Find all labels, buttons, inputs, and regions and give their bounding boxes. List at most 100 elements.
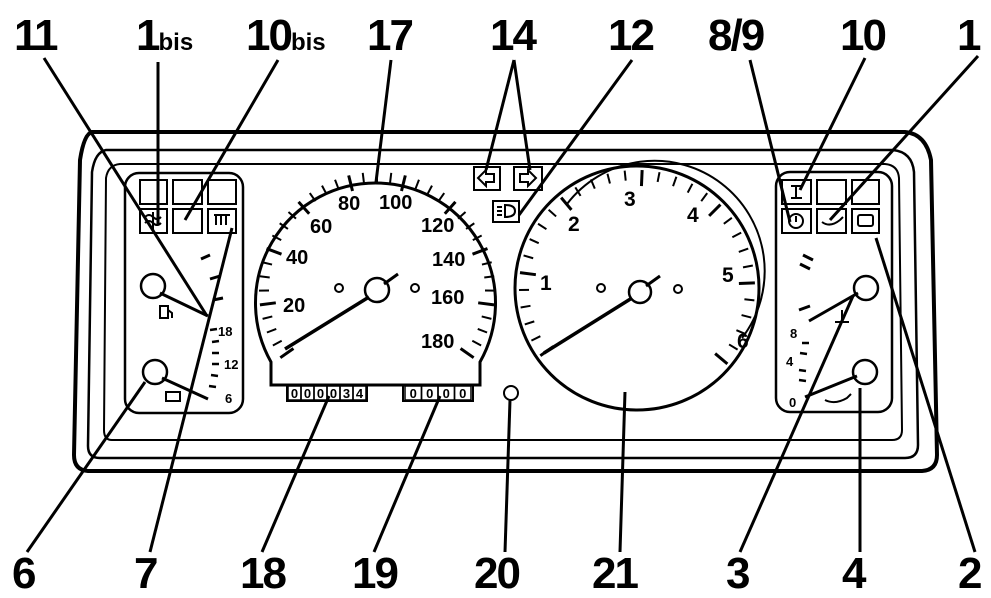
- tachometer-label: 4: [687, 204, 699, 227]
- speedometer-tick: [471, 247, 489, 256]
- callout-17: 17: [367, 11, 414, 60]
- tachometer-label: 3: [624, 188, 636, 211]
- turn-signal-right-icon: [513, 166, 543, 191]
- tachometer-tick: [519, 271, 537, 277]
- tachometer-tick: [728, 343, 739, 351]
- callout-10bis-number: 10: [246, 11, 293, 60]
- counter-digit: 0: [426, 386, 433, 401]
- speedometer-tick: [484, 275, 495, 279]
- speedometer-tick: [400, 175, 407, 192]
- callout-1bis-number: 1: [136, 11, 161, 60]
- headlight-indicator-icon: [492, 200, 520, 223]
- counter-digit: 0: [317, 386, 324, 401]
- turn-signal-left-icon: [473, 166, 501, 191]
- fuel-pump-icon: [159, 305, 173, 319]
- callout-20: 20: [474, 549, 521, 598]
- tachometer-label: 1: [540, 272, 552, 295]
- speedometer-tick: [481, 315, 492, 320]
- oil-can-icon: [824, 393, 852, 404]
- callout-7: 7: [134, 549, 159, 598]
- tachometer-label: 2: [568, 213, 580, 236]
- callout-8-9: 8/9: [708, 11, 765, 60]
- temperature-gauge-hub: [141, 358, 169, 386]
- left-scale-label: 18: [218, 324, 232, 339]
- fuel-reserve-icon: [791, 185, 802, 199]
- tachometer-tick: [589, 178, 596, 189]
- callout-4: 4: [842, 549, 867, 598]
- speedometer-dial-outline: [254, 181, 497, 387]
- callout-6: 6: [12, 549, 37, 598]
- tachometer-tick: [547, 209, 557, 218]
- counter-digit: 3: [343, 386, 350, 401]
- right-scale-label: 0: [789, 395, 796, 410]
- counter-digit: 0: [330, 386, 337, 401]
- speedometer-label: 40: [286, 247, 308, 269]
- tachometer-tick: [738, 281, 755, 286]
- speedometer-tick: [477, 327, 488, 334]
- speedometer-tick: [471, 339, 482, 347]
- speedometer-tick: [465, 222, 475, 230]
- tachometer-tick: [639, 170, 644, 187]
- speedometer-tick: [443, 200, 457, 215]
- callout-11: 11: [14, 11, 58, 60]
- heater-plug-icon: [214, 214, 230, 225]
- callout-18: 18: [240, 549, 287, 598]
- tachometer-tick: [537, 222, 547, 231]
- tachometer-label: 5: [722, 264, 734, 287]
- speedometer-tick: [414, 179, 420, 190]
- fuel-gauge-hub: [139, 272, 167, 300]
- callout-10bis: 10bis: [246, 14, 326, 58]
- speedometer-tick: [459, 347, 475, 359]
- speedometer-label: 20: [283, 295, 305, 317]
- tachometer-tick: [524, 320, 535, 326]
- speedometer-label: 80: [338, 193, 360, 215]
- speedometer-tick: [361, 172, 365, 183]
- battery-symbol-icon: [165, 391, 181, 402]
- speedometer-tick: [321, 185, 328, 195]
- speedometer-tick: [481, 261, 492, 266]
- counter-digit: 0: [291, 386, 298, 401]
- tachometer-needle: [543, 296, 633, 355]
- callout-21: 21: [592, 549, 639, 598]
- speedometer-label: 160: [431, 287, 464, 309]
- trip-reset-knob: [503, 385, 519, 401]
- speedometer-tick: [259, 301, 276, 307]
- callout-2: 2: [958, 549, 983, 598]
- callout-10: 10: [840, 11, 887, 60]
- fuel-gauge-needle: [159, 291, 209, 318]
- tachometer-tick: [672, 176, 678, 187]
- counter-digit: 0: [410, 386, 417, 401]
- speedometer-tick: [271, 234, 282, 242]
- tachometer-tick: [529, 238, 540, 245]
- left-scale-label: 6: [225, 391, 232, 406]
- tachometer-hub: [627, 279, 653, 305]
- tachometer-tick: [700, 192, 708, 202]
- speedometer-tick: [266, 327, 277, 334]
- speedometer-tick: [389, 172, 393, 183]
- fuel-gauge: [139, 253, 224, 319]
- speedometer-tick: [347, 175, 354, 192]
- speedometer-needle: [284, 295, 370, 351]
- tachometer-tick: [714, 352, 729, 365]
- tachometer-tick: [560, 196, 573, 211]
- right-scale-label: 4: [786, 354, 794, 369]
- speedometer-tick: [265, 247, 283, 256]
- speedometer-tick: [287, 211, 297, 220]
- callout-1bis-suffix: bis: [158, 29, 194, 56]
- tachometer-tick: [574, 186, 582, 197]
- speedometer-tick: [437, 192, 446, 202]
- oil-temp-gauge-needle: [808, 291, 859, 323]
- speedometer-tick: [279, 222, 289, 230]
- left-scale-label: 12: [224, 357, 238, 372]
- callout-3: 3: [726, 549, 751, 598]
- callout-1bis: 1bis: [136, 14, 193, 58]
- speedometer-tick: [259, 275, 270, 279]
- tachometer-tick: [741, 314, 752, 319]
- counter-digit: 4: [356, 386, 364, 401]
- oil-pressure-gauge-ticks: [798, 341, 809, 383]
- tachometer-tick: [686, 183, 694, 194]
- speedometer-tick: [297, 200, 311, 215]
